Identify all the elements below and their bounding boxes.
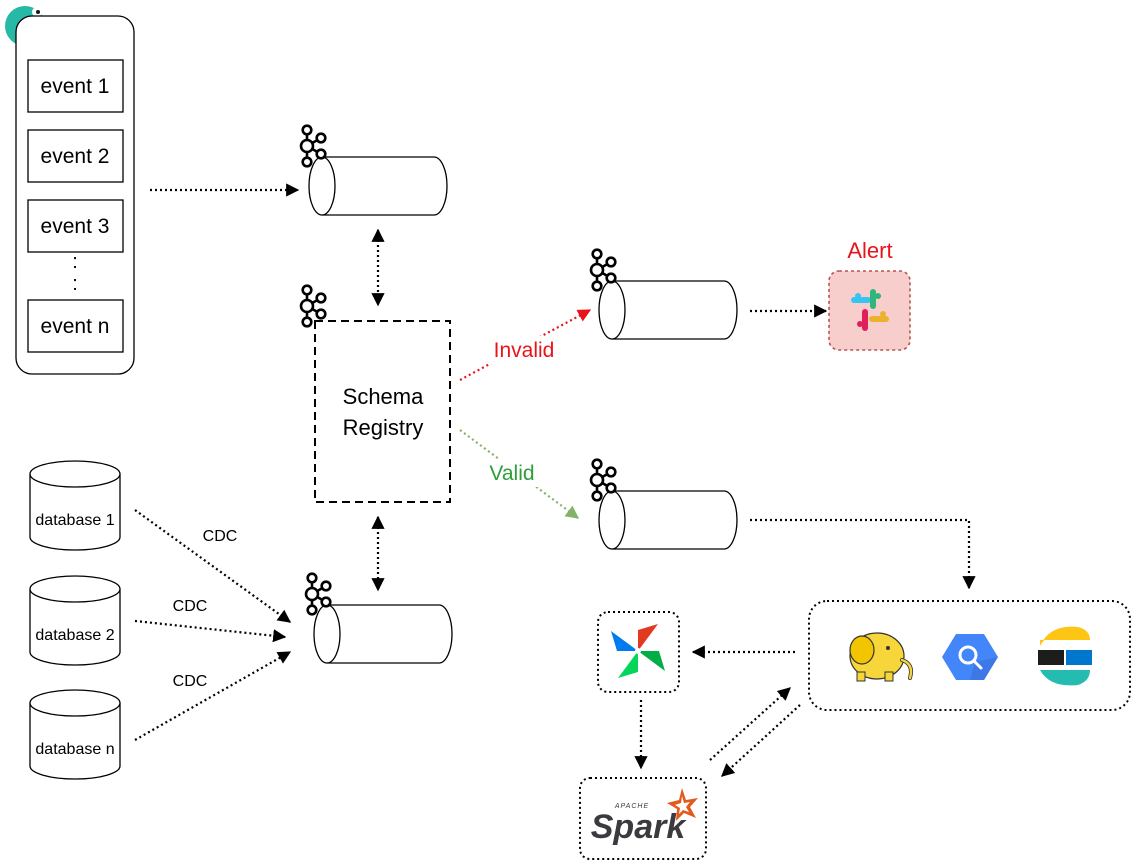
invalid-label: Invalid — [486, 336, 562, 364]
arrow — [134, 509, 292, 623]
svg-text:event n: event n — [41, 315, 110, 338]
svg-text:database 2: database 2 — [35, 627, 114, 644]
arrow — [134, 651, 292, 741]
elasticsearch-icon — [1038, 626, 1092, 686]
events-ellipsis: : — [72, 251, 78, 273]
database-cylinder: database n — [29, 689, 121, 780]
events-panel: event 1 event 2 event 3 : : event n — [15, 15, 135, 375]
event-item: event 1 — [27, 59, 124, 113]
svg-text:event 1: event 1 — [41, 75, 110, 98]
svg-text:Valid: Valid — [489, 462, 534, 485]
valid-label: Valid — [484, 459, 540, 487]
kafka-topic-events — [308, 156, 448, 216]
slack-icon — [851, 289, 889, 331]
event-item: event n — [27, 299, 124, 353]
svg-text:database n: database n — [35, 741, 114, 758]
cdc-label: CDC — [173, 598, 208, 615]
svg-text:Schema: Schema — [343, 384, 424, 409]
airflow-icon — [611, 624, 665, 678]
cdc-label: CDC — [203, 528, 238, 545]
svg-text:event 3: event 3 — [41, 215, 110, 238]
alert-label: Alert — [847, 238, 892, 263]
svg-text:Registry: Registry — [343, 415, 424, 440]
arrow — [721, 704, 801, 777]
svg-text:Invalid: Invalid — [494, 339, 555, 362]
svg-text:APACHE: APACHE — [614, 803, 649, 810]
event-item: event 2 — [27, 129, 124, 183]
svg-text:database 1: database 1 — [35, 512, 114, 529]
hadoop-elephant-icon — [849, 632, 913, 682]
kafka-topic-invalid — [598, 280, 738, 340]
kafka-topic-cdc — [313, 604, 453, 664]
airflow-box — [597, 611, 680, 693]
arrow — [134, 619, 287, 643]
spark-icon: APACHE Spark — [591, 788, 698, 846]
database-cylinder: database 1 — [29, 460, 121, 551]
kafka-topic-valid — [598, 490, 738, 550]
schema-registry: Schema Registry — [314, 320, 451, 503]
slack-box — [828, 270, 911, 351]
storage-group — [808, 600, 1131, 711]
events-ellipsis: : — [72, 273, 78, 295]
connectors — [134, 183, 976, 777]
cdc-label: CDC — [173, 673, 208, 690]
svg-text:event 2: event 2 — [41, 145, 110, 168]
database-cylinder: database 2 — [29, 575, 121, 666]
bigquery-icon — [942, 634, 998, 680]
event-item: event 3 — [27, 199, 124, 253]
spark-box: APACHE Spark — [579, 777, 707, 860]
svg-text:Spark: Spark — [591, 808, 688, 846]
arrow — [750, 518, 976, 590]
